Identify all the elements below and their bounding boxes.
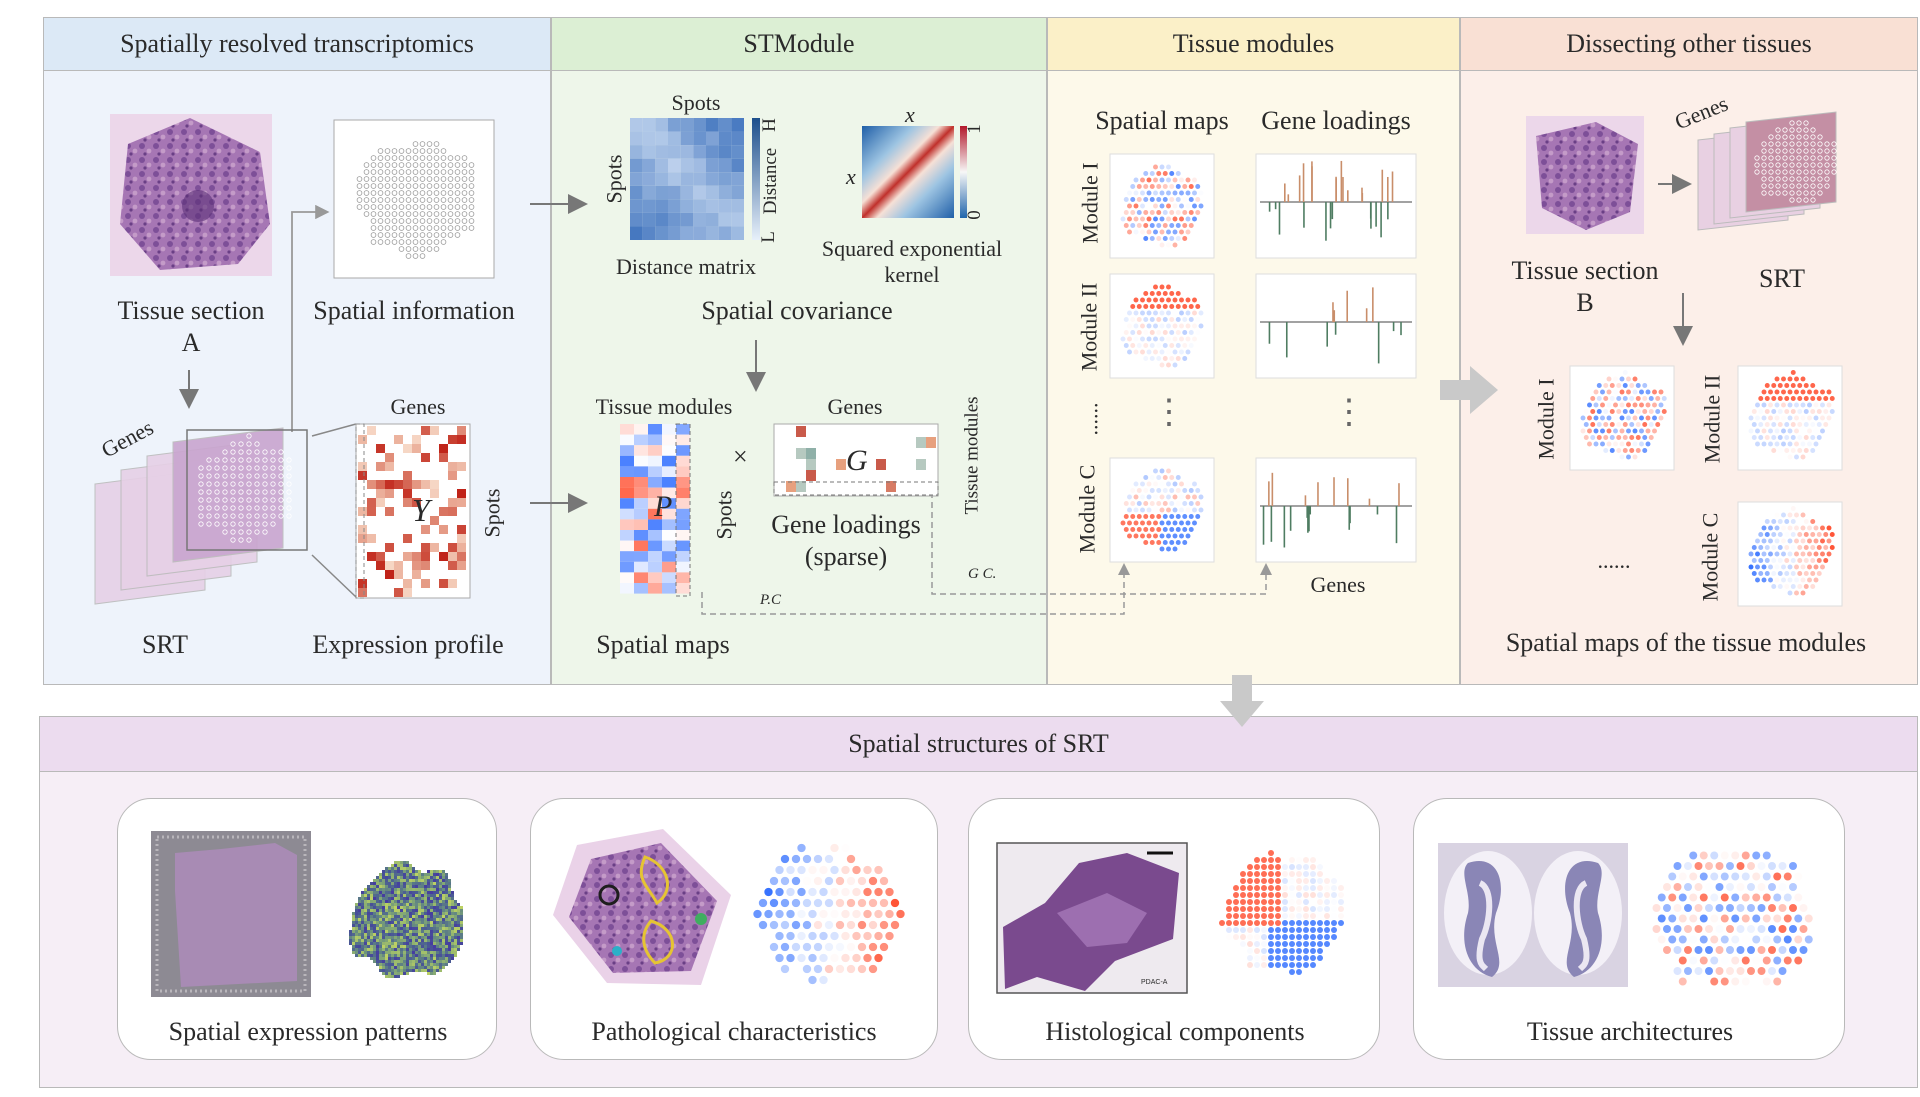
tm-gene-loadings-c bbox=[1255, 457, 1417, 563]
card4-label: Tissue architectures bbox=[1526, 1017, 1734, 1046]
card4-spot-map bbox=[1652, 851, 1813, 986]
card-histological: PDAC-A Histological components bbox=[968, 798, 1380, 1060]
ot-module-1-label: Module I bbox=[1533, 378, 1559, 460]
spatial-covariance-label: Spatial covariance bbox=[701, 296, 893, 325]
srt-b-label: SRT bbox=[1758, 264, 1806, 293]
pc-label: P.C bbox=[760, 592, 781, 608]
tissue-section-a-image bbox=[110, 114, 272, 276]
ot-spatial-maps-label: Spatial maps of the tissue modules bbox=[1505, 628, 1867, 657]
tissue-section-b-label: Tissue section bbox=[1511, 256, 1659, 285]
card-pathological: Pathological characteristics bbox=[530, 798, 938, 1060]
tissue-section-a-label: Tissue section bbox=[117, 296, 265, 325]
tm-dots-map: ⋮ bbox=[1152, 394, 1186, 431]
tissue-section-b-id: B bbox=[1576, 288, 1594, 317]
card4-tissue-image bbox=[1438, 843, 1628, 987]
kernel-x-side: x bbox=[846, 164, 856, 189]
g-genes-label: Genes bbox=[827, 394, 883, 419]
tm-module-1-label: Module I bbox=[1077, 162, 1103, 244]
tm-spatial-map-2 bbox=[1109, 273, 1215, 379]
card2-label: Pathological characteristics bbox=[591, 1017, 877, 1046]
card2-tissue-image bbox=[553, 829, 731, 985]
srt-stack-image bbox=[94, 427, 308, 605]
kernel-label-2: kernel bbox=[884, 262, 940, 287]
ot-spatial-map-2 bbox=[1737, 365, 1843, 471]
spatial-maps-label: Spatial maps bbox=[596, 630, 730, 659]
tm-dots-side: ...... bbox=[1077, 402, 1103, 436]
p-matrix-heatmap bbox=[620, 423, 691, 597]
ot-module-2-label: Module II bbox=[1699, 374, 1725, 464]
kernel-colorbar bbox=[960, 126, 967, 218]
card3-label: Histological components bbox=[1045, 1017, 1305, 1046]
spatial-information-grid bbox=[333, 119, 495, 279]
gene-loadings-label-1: Gene loadings bbox=[771, 510, 921, 539]
ot-dots: ...... bbox=[1597, 548, 1631, 573]
kernel-x-top: x bbox=[905, 102, 915, 127]
expression-profile-label: Expression profile bbox=[312, 630, 504, 659]
down-arrow-icon bbox=[1220, 675, 1264, 727]
tissue-section-b-image bbox=[1526, 116, 1644, 234]
spatial-information-label: Spatial information bbox=[313, 296, 515, 325]
tm-spatial-map-1 bbox=[1109, 153, 1215, 259]
card2-spot-map bbox=[753, 843, 905, 985]
tm-gene-loadings-2 bbox=[1255, 273, 1417, 379]
expression-genes-label: Genes bbox=[390, 394, 446, 419]
gc-label: G C. bbox=[968, 566, 997, 582]
panel-spatial-structures-title: Spatial structures of SRT bbox=[40, 717, 1917, 772]
panel-tissue-modules-title: Tissue modules bbox=[1048, 18, 1459, 71]
srt-b-stack-image bbox=[1697, 111, 1837, 231]
panel-other-tissues-title: Dissecting other tissues bbox=[1461, 18, 1917, 71]
tm-gene-loadings-1 bbox=[1255, 153, 1417, 259]
kernel-min: 0 bbox=[963, 210, 985, 220]
panel-srt-title: Spatially resolved transcriptomics bbox=[44, 18, 550, 71]
card-tissue-architectures: Tissue architectures bbox=[1413, 798, 1845, 1060]
kernel-label-1: Squared exponential bbox=[821, 236, 1003, 261]
ot-module-c-label: Module C bbox=[1697, 512, 1723, 602]
srt-label: SRT bbox=[141, 630, 189, 659]
kernel-heatmap bbox=[862, 126, 954, 218]
distance-axis-label: Distance bbox=[760, 147, 782, 215]
card1-label: Spatial expression patterns bbox=[168, 1017, 448, 1046]
card3-spot-map bbox=[1219, 850, 1344, 975]
tm-module-2-label: Module II bbox=[1076, 282, 1102, 372]
distance-spots-top: Spots bbox=[671, 90, 721, 115]
g-tissue-modules-label: Tissue modules bbox=[961, 396, 983, 515]
ot-spatial-map-c bbox=[1737, 501, 1843, 607]
distance-low: L bbox=[757, 231, 779, 243]
distance-spots-side: Spots bbox=[601, 154, 627, 204]
distance-colorbar bbox=[752, 118, 760, 240]
tissue-section-a-id: A bbox=[181, 328, 201, 357]
card-spatial-expression: Spatial expression patterns bbox=[117, 798, 497, 1060]
card1-expression-heatmap bbox=[349, 861, 463, 978]
tm-genes-label: Genes bbox=[1310, 572, 1366, 597]
gene-loadings-label-2: (sparse) bbox=[804, 542, 888, 571]
card1-tissue-image bbox=[151, 831, 311, 997]
card3-tissue-image bbox=[996, 842, 1188, 994]
tm-gene-loadings-label: Gene loadings bbox=[1261, 106, 1411, 135]
expression-matrix-symbol: Y bbox=[412, 492, 430, 528]
expression-profile-matrix bbox=[355, 423, 471, 599]
tm-dots-loadings: ⋮ bbox=[1332, 394, 1366, 431]
ot-spatial-map-1 bbox=[1569, 365, 1675, 471]
g-matrix-heatmap bbox=[773, 423, 939, 497]
p-spots-label: Spots bbox=[711, 490, 737, 540]
distance-matrix-heatmap bbox=[630, 118, 744, 240]
card3-sample-tag: PDAC-A bbox=[1141, 979, 1168, 986]
panel-stmodule-title: STModule bbox=[552, 18, 1046, 71]
tm-spatial-map-c bbox=[1109, 457, 1215, 563]
tm-spatial-maps-label: Spatial maps bbox=[1095, 106, 1229, 135]
right-arrow-icon bbox=[1440, 366, 1498, 414]
distance-high: H bbox=[758, 118, 780, 132]
distance-matrix-label: Distance matrix bbox=[616, 254, 756, 279]
p-matrix-symbol: P bbox=[654, 490, 673, 523]
kernel-max: 1 bbox=[963, 124, 985, 134]
g-matrix-symbol: G bbox=[846, 444, 868, 477]
tissue-modules-label: Tissue modules bbox=[595, 394, 733, 419]
expression-spots-label: Spots bbox=[479, 488, 505, 538]
tm-module-c-label: Module C bbox=[1074, 464, 1100, 554]
times-symbol: × bbox=[733, 442, 748, 471]
